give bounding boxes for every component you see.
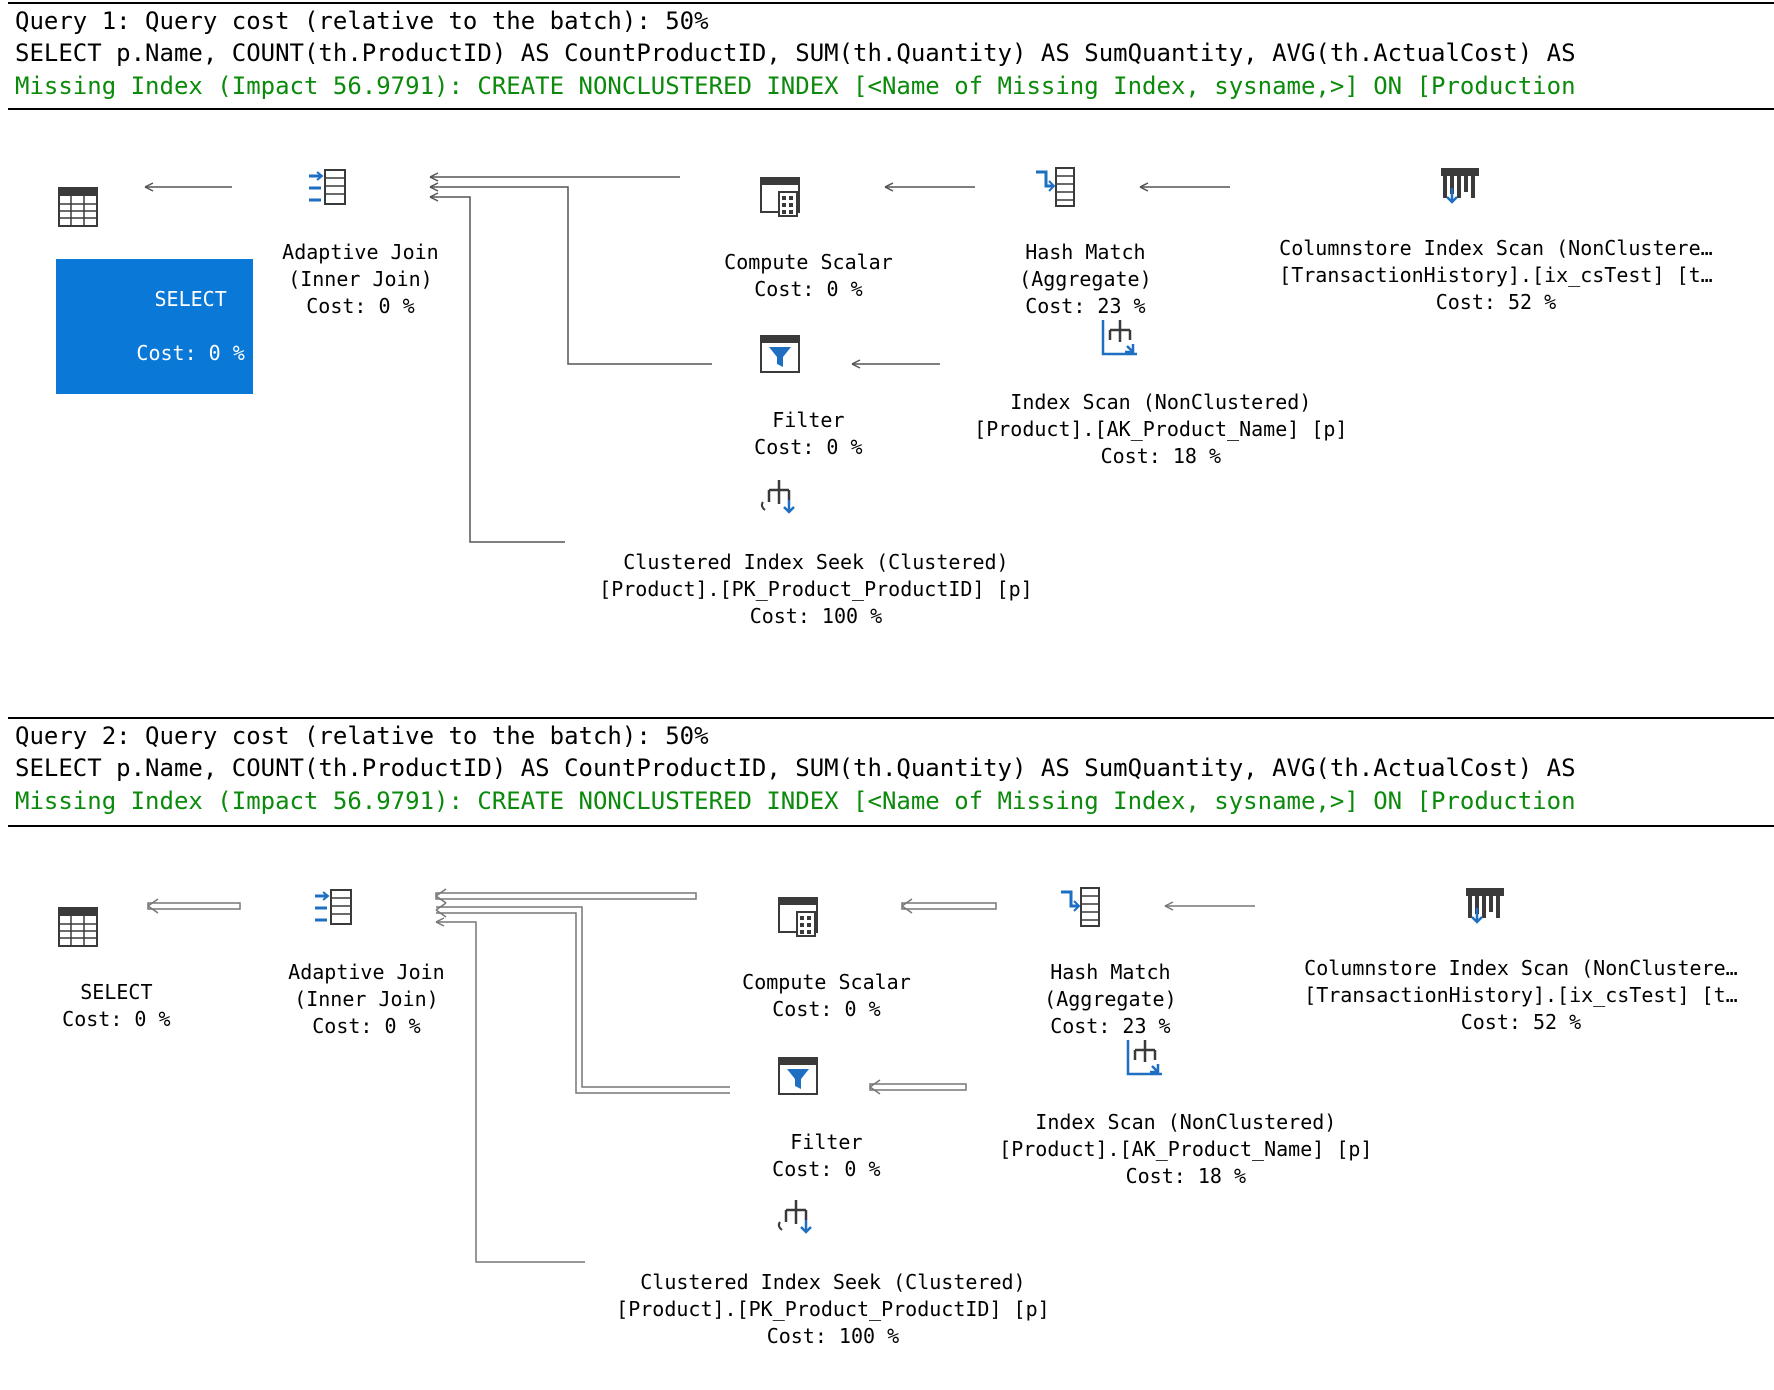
query-1-op-clustered-seek[interactable]: Clustered Index Seek (Clustered) [Product… [545,420,1033,657]
op-cost: Cost: 0 % [136,341,245,365]
query-2-op-adaptive-join[interactable]: Adaptive Join (Inner Join) Cost: 0 % [234,830,445,1067]
op-cost: Cost: 0 % [754,435,863,459]
op-cost: Cost: 100 % [749,604,883,628]
query-2-op-index-scan[interactable]: Index Scan (NonClustered) [Product].[AK_P… [945,980,1372,1217]
adaptive-join-icon [315,889,352,925]
op-cost: Cost: 52 % [1460,1010,1582,1034]
op-label: Clustered Index Seek (Clustered) [640,1270,1026,1294]
op-cost: Cost: 23 % [1050,1014,1171,1038]
index-seek-icon [760,480,795,514]
adaptive-join-icon [309,169,346,205]
op-cost: Cost: 18 % [1100,444,1222,468]
query-1-cost-line: Query 1: Query cost (relative to the bat… [15,7,709,35]
query-2-plan-arrows [147,888,1255,1263]
op-subtitle: (Aggregate) [1019,267,1152,291]
query-2-op-clustered-seek[interactable]: Clustered Index Seek (Clustered) [Product… [562,1140,1050,1377]
op-label: Columnstore Index Scan (NonClustere… [1304,956,1738,980]
op-label: Filter [772,408,845,432]
index-scan-icon [1101,320,1137,356]
op-label: Adaptive Join [282,240,439,264]
op-cost: Cost: 100 % [766,1324,900,1348]
op-cost: Cost: 18 % [1125,1164,1247,1188]
query-2-missing-index-hint[interactable]: Missing Index (Impact 56.9791): CREATE N… [15,787,1576,815]
op-label: Hash Match [1025,240,1146,264]
op-cost: Cost: 52 % [1435,290,1557,314]
index-seek-icon [777,1200,812,1234]
query-1-sql-text[interactable]: SELECT p.Name, COUNT(th.ProductID) AS Co… [15,39,1576,67]
op-label: Index Scan (NonClustered) [1010,390,1312,414]
op-object: [Product].[AK_Product_Name] [p] [974,417,1348,441]
op-label: Index Scan (NonClustered) [1035,1110,1337,1134]
query-1-plan: SELECT Cost: 0 % Adaptive Join (Inner Joi… [0,110,1774,670]
query-1-op-select[interactable]: SELECT Cost: 0 % [8,130,253,421]
op-cost: Cost: 0 % [754,277,863,301]
query-2-op-hash-match[interactable]: Hash Match (Aggregate) Cost: 23 % [990,830,1177,1067]
query-2-op-select[interactable]: SELECT Cost: 0 % [8,850,171,1060]
op-cost: Cost: 23 % [1025,294,1146,318]
op-label: Clustered Index Seek (Clustered) [623,550,1009,574]
query-1-plan-arrows [144,172,1230,543]
op-cost: Cost: 0 % [772,997,881,1021]
op-cost: Cost: 0 % [62,1007,171,1031]
op-label: Compute Scalar [742,970,911,994]
op-label: SELECT [80,980,153,1004]
op-object: [Product].[PK_Product_ProductID] [p] [599,577,1033,601]
calculator-icon [760,177,800,217]
op-cost: Cost: 0 % [312,1014,421,1038]
op-label: Adaptive Join [288,960,445,984]
op-subtitle: (Aggregate) [1044,987,1177,1011]
query-1-op-columnstore-scan[interactable]: Columnstore Index Scan (NonClustere… [Tra… [1225,110,1713,343]
op-subtitle: (Inner Join) [288,267,433,291]
op-label: Filter [790,1130,863,1154]
op-label: Compute Scalar [724,250,893,274]
query-1-op-index-scan[interactable]: Index Scan (NonClustered) [Product].[AK_P… [920,260,1347,497]
hash-match-icon [1061,887,1100,927]
table-grid-icon [58,907,98,947]
query-2-plan: SELECT Cost: 0 % Adaptive Join (Inner Join… [0,830,1774,1390]
calculator-icon [778,897,818,937]
query-1-op-adaptive-join[interactable]: Adaptive Join (Inner Join) Cost: 0 % [228,110,439,347]
op-object: [TransactionHistory].[ix_csTest] [t… [1279,263,1713,287]
op-label: Hash Match [1050,960,1171,984]
index-scan-icon [1126,1040,1162,1076]
op-label: Columnstore Index Scan (NonClustere… [1279,236,1713,260]
columnstore-icon [1441,168,1479,204]
columnstore-icon [1466,888,1504,924]
funnel-icon [778,1057,818,1095]
hash-match-icon [1036,167,1075,207]
table-grid-icon [58,187,98,227]
op-object: [Product].[PK_Product_ProductID] [p] [616,1297,1050,1321]
query-2-sql-text[interactable]: SELECT p.Name, COUNT(th.ProductID) AS Co… [15,754,1576,782]
op-cost: Cost: 0 % [306,294,415,318]
op-label: SELECT [154,287,227,311]
op-subtitle: (Inner Join) [294,987,439,1011]
op-object: [Product].[AK_Product_Name] [p] [999,1137,1373,1161]
op-cost: Cost: 0 % [772,1157,881,1181]
query-2-op-columnstore-scan[interactable]: Columnstore Index Scan (NonClustere… [Tra… [1250,830,1738,1063]
query-2-cost-line: Query 2: Query cost (relative to the bat… [15,722,709,750]
query-1-op-hash-match[interactable]: Hash Match (Aggregate) Cost: 23 % [965,110,1152,347]
op-object: [TransactionHistory].[ix_csTest] [t… [1304,983,1738,1007]
funnel-icon [760,335,800,373]
query-1-missing-index-hint[interactable]: Missing Index (Impact 56.9791): CREATE N… [15,72,1576,100]
